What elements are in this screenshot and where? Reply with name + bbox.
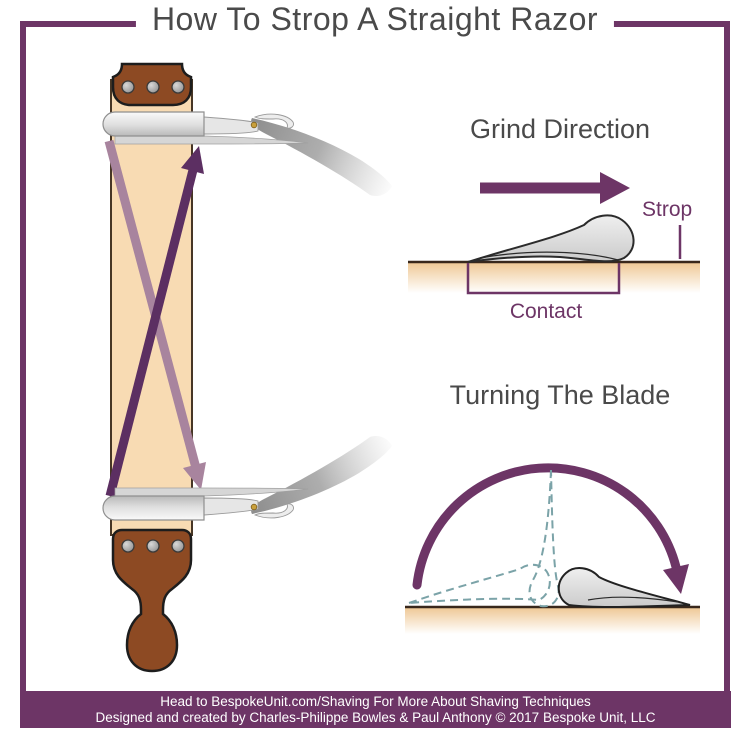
grind-direction-arrow: [480, 172, 630, 204]
contact-label: Contact: [509, 300, 583, 323]
footer-link-text: Head to BespokeUnit.com/Shaving For More…: [160, 694, 591, 709]
strop-bottom-handle: [111, 528, 193, 673]
footer-credits-text: Designed and created by Charles-Philippe…: [95, 710, 656, 725]
strop-surface: [405, 608, 700, 634]
turned-blade: [557, 567, 691, 609]
grind-direction-heading: Grind Direction: [469, 114, 651, 144]
strop-top-handle: [111, 62, 193, 107]
turn-arc-arrow: [412, 463, 689, 594]
up-stroke-arrow: [105, 146, 204, 498]
strop-label: Strop: [642, 198, 693, 221]
footer-bar: Head to BespokeUnit.com/Shaving For More…: [20, 691, 731, 728]
hanging-strop-illustration: [102, 62, 393, 673]
contact-area-box: [466, 263, 621, 295]
blade-cross-section: [467, 214, 635, 263]
strop-surface: [408, 263, 700, 293]
turning-the-blade-diagram: [405, 463, 700, 634]
blade-rotation-ghosts: [408, 469, 560, 608]
down-stroke-arrow: [104, 139, 206, 490]
page-title: How To Strop A Straight Razor: [135, 1, 615, 38]
grind-direction-diagram: [408, 172, 700, 295]
turning-the-blade-heading: Turning The Blade: [449, 380, 671, 410]
